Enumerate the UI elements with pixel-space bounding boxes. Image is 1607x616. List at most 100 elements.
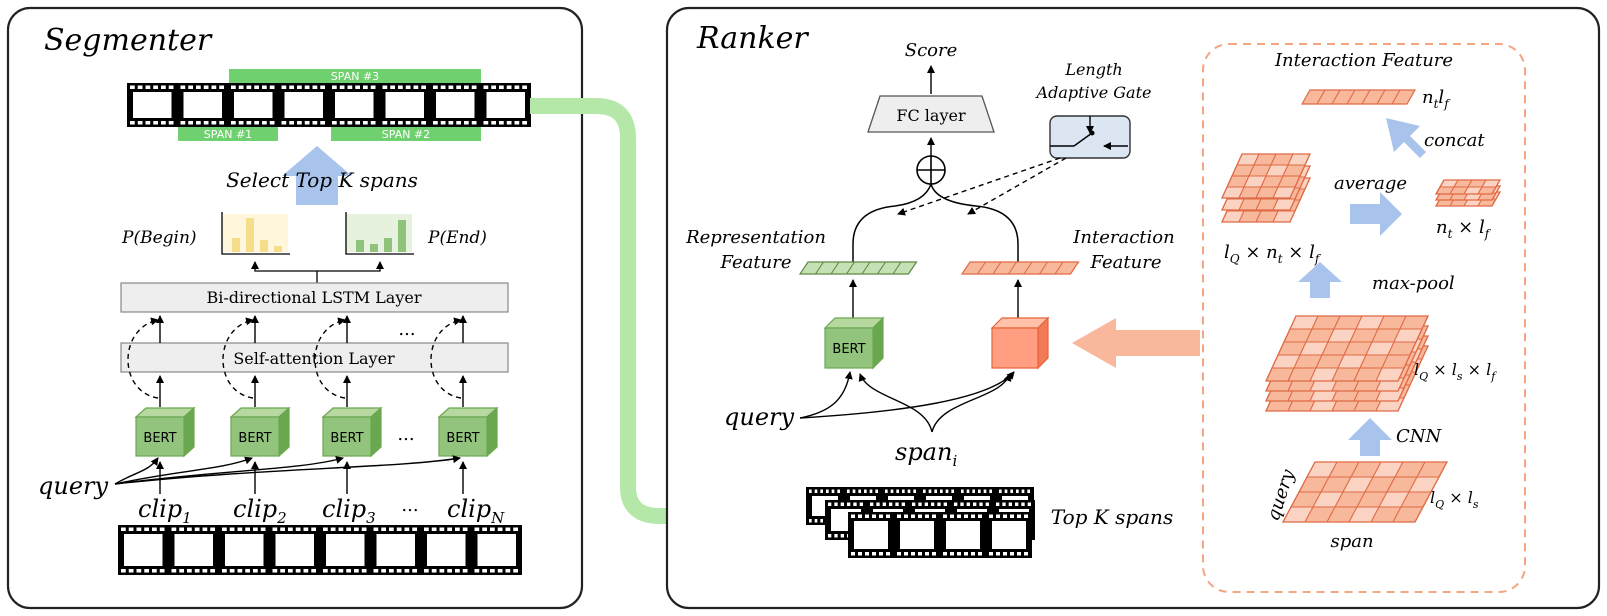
fc-layer-label: FC layer bbox=[896, 106, 966, 125]
dims-base-label: lQ × ls bbox=[1430, 488, 1479, 511]
average-label: average bbox=[1334, 173, 1407, 194]
film-frame bbox=[133, 92, 172, 118]
ranker-query-label: query bbox=[724, 403, 794, 431]
cnn-grid-layer bbox=[1264, 315, 1430, 382]
dims-top-label: ntlf bbox=[1422, 87, 1451, 111]
lstm-layer bbox=[120, 282, 509, 313]
clip-label: clip1 bbox=[138, 495, 192, 527]
clip-label: clipN bbox=[447, 495, 505, 527]
film-frame bbox=[335, 92, 374, 118]
average-grid-layer bbox=[1434, 179, 1502, 195]
bert-ellipsis: ... bbox=[397, 424, 414, 445]
self-attention-label: Self-attention Layer bbox=[233, 349, 395, 368]
cnn-feature-grid-stack bbox=[1264, 315, 1430, 412]
film-frame bbox=[477, 534, 516, 566]
top-k-spans-label: Top K spans bbox=[1051, 505, 1173, 529]
film-frame bbox=[174, 534, 213, 566]
clip-label: clip3 bbox=[322, 495, 376, 527]
film-frame bbox=[234, 92, 273, 118]
bert-cube bbox=[322, 416, 372, 457]
select-up-arrow bbox=[282, 146, 352, 205]
pooled-grid-layer bbox=[1220, 153, 1312, 199]
int-feature-label-2: Feature bbox=[1090, 252, 1162, 273]
p-begin-chart bbox=[221, 212, 290, 255]
average-grid-stack bbox=[1434, 179, 1502, 207]
interaction-panel-title: Interaction Feature bbox=[1274, 50, 1453, 71]
cnn-arrow bbox=[1348, 418, 1392, 456]
concat-feature-bar bbox=[1300, 89, 1417, 105]
span-2-bar bbox=[331, 127, 481, 141]
select-label: Select Top K spans bbox=[226, 168, 418, 192]
clip-label: clip2 bbox=[233, 495, 287, 527]
max-pool-label: max-pool bbox=[1372, 273, 1455, 294]
span-1-bar bbox=[178, 127, 278, 141]
film-frame bbox=[124, 534, 163, 566]
segmenter-title: Segmenter bbox=[44, 23, 213, 58]
bottom-film-strip bbox=[118, 525, 522, 575]
p-end-chart bbox=[345, 212, 414, 255]
bert-label: BERT bbox=[238, 431, 271, 446]
ranker-span-label: spani bbox=[895, 438, 957, 470]
film-frame bbox=[992, 521, 1026, 549]
film-frame bbox=[427, 534, 466, 566]
score-label: Score bbox=[905, 40, 958, 61]
bert-label: BERT bbox=[330, 431, 363, 446]
span-3-label: SPAN #3 bbox=[331, 70, 379, 83]
bert-cube bbox=[438, 416, 488, 457]
segmenter-to-ranker-arrow bbox=[530, 98, 722, 524]
film-frame bbox=[225, 534, 264, 566]
max-pool-arrow bbox=[1298, 262, 1342, 298]
film-frame bbox=[326, 534, 365, 566]
representation-feature-bar bbox=[798, 261, 918, 275]
dims-mid-label: lQ × ls × lf bbox=[1414, 360, 1497, 383]
film-frame bbox=[486, 92, 525, 118]
segmenter-column-arrows bbox=[127, 315, 467, 494]
lstm-layer-label: Bi-directional LSTM Layer bbox=[207, 288, 422, 307]
film-frame bbox=[376, 534, 415, 566]
base-span-label: span bbox=[1330, 531, 1373, 552]
rep-feature-label-2: Feature bbox=[720, 252, 792, 273]
bert-cube bbox=[230, 416, 280, 457]
film-frame bbox=[900, 521, 934, 549]
p-begin-label: P(Begin) bbox=[121, 228, 197, 248]
interaction-to-ranker-arrow bbox=[1072, 318, 1200, 368]
film-frame bbox=[854, 521, 888, 549]
fc-layer bbox=[867, 95, 995, 133]
bert-label: BERT bbox=[446, 431, 479, 446]
gate-label-2: Adaptive Gate bbox=[1035, 83, 1152, 102]
span-3-bar bbox=[229, 69, 481, 83]
interaction-feature-panel bbox=[1202, 43, 1526, 593]
cnn-label: CNN bbox=[1396, 426, 1443, 447]
rep-feature-label-1: Representation bbox=[685, 227, 826, 248]
similarity-grid bbox=[1281, 461, 1449, 523]
concat-label: concat bbox=[1424, 130, 1485, 151]
bert-label: BERT bbox=[143, 431, 176, 446]
film-frame bbox=[275, 534, 314, 566]
gate-label-1: Length bbox=[1064, 60, 1122, 79]
average-arrow bbox=[1350, 192, 1402, 236]
int-feature-label-1: Interaction bbox=[1072, 227, 1174, 248]
top-film-strip bbox=[127, 83, 531, 127]
segmenter-query-label: query bbox=[38, 472, 108, 500]
film-frame bbox=[946, 521, 980, 549]
interaction-feature-bar bbox=[960, 261, 1080, 275]
query-fan-arrows bbox=[114, 455, 461, 485]
dims-small-label: nt × lf bbox=[1436, 217, 1492, 241]
bert-cube bbox=[135, 416, 185, 457]
interaction-cube bbox=[990, 316, 1050, 370]
pooled-grid-stack bbox=[1220, 153, 1312, 223]
span-1-label: SPAN #1 bbox=[204, 128, 252, 141]
ranker-title: Ranker bbox=[696, 21, 809, 56]
sum-operator-icon bbox=[916, 155, 946, 185]
span-2-label: SPAN #2 bbox=[382, 128, 430, 141]
ranker-bert-cube bbox=[823, 316, 885, 370]
film-frame bbox=[183, 92, 222, 118]
film-frame bbox=[436, 92, 475, 118]
film-frame bbox=[385, 92, 424, 118]
p-end-label: P(End) bbox=[427, 228, 487, 248]
concat-arrow bbox=[1386, 118, 1426, 158]
ranker-panel bbox=[665, 6, 1601, 610]
length-adaptive-gate-icon bbox=[1049, 115, 1131, 159]
similarity-grid-layer bbox=[1281, 461, 1449, 523]
